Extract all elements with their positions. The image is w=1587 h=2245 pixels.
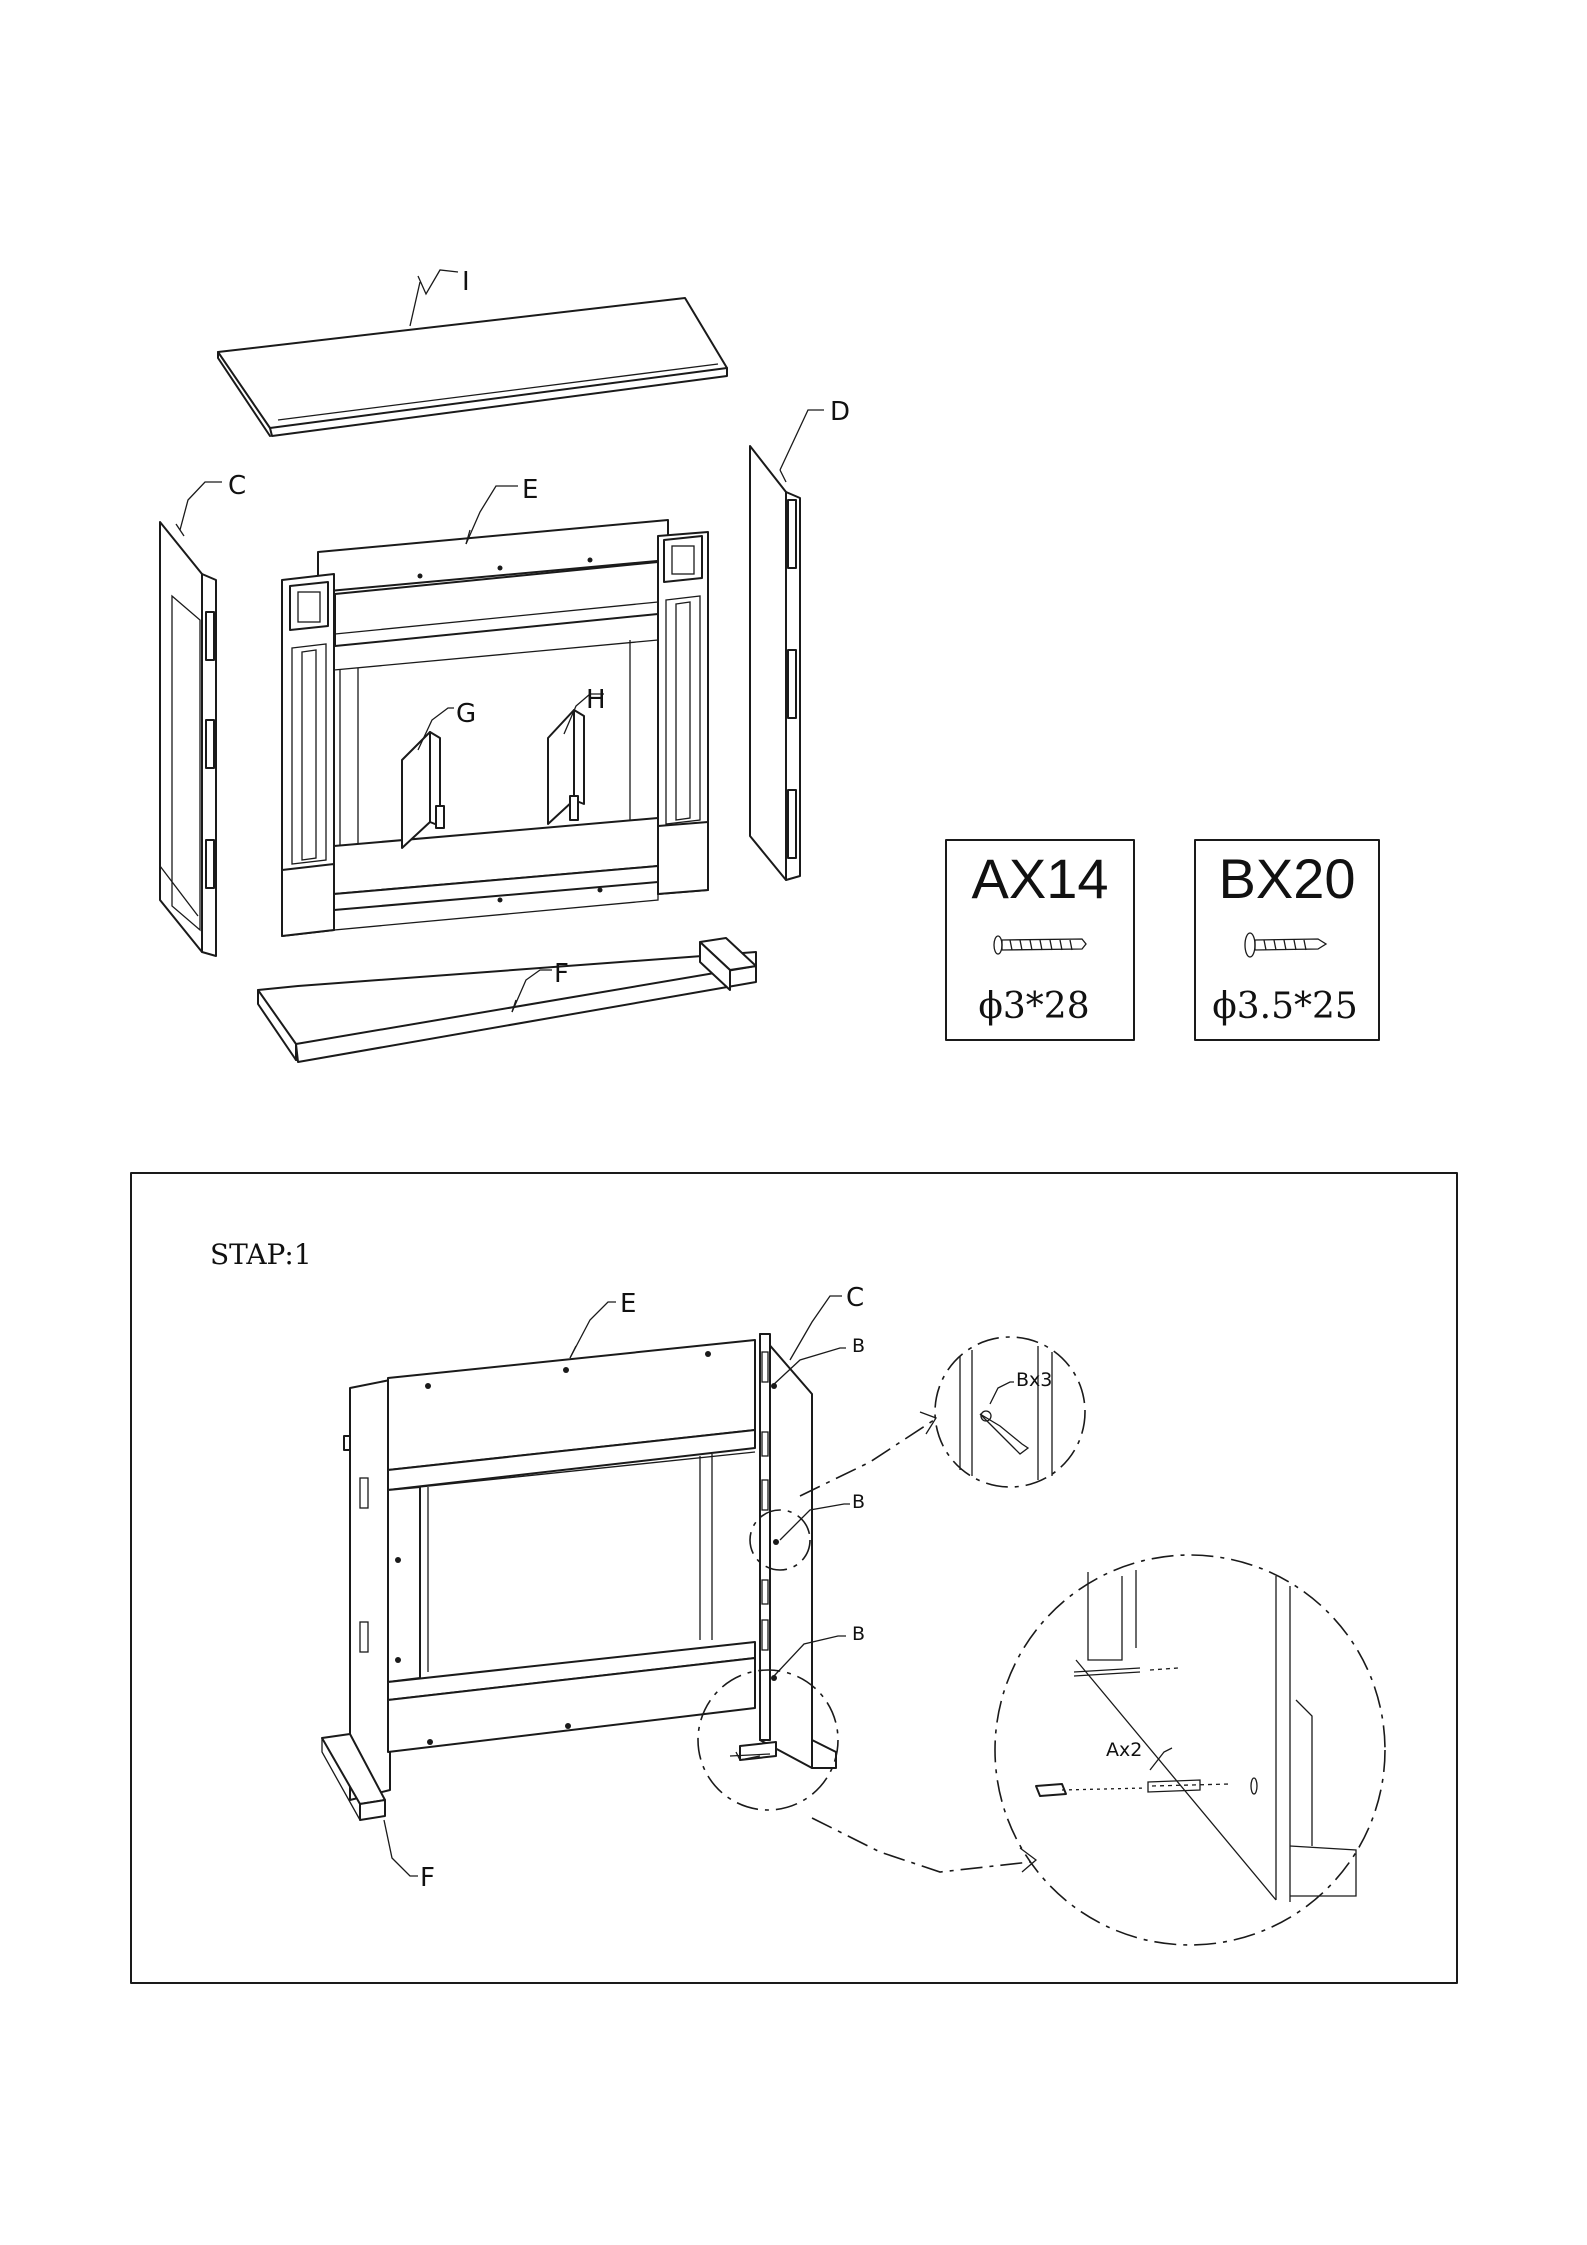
detail-bottom-ax2: Ax2: [812, 1555, 1385, 1945]
label-c: C: [228, 471, 246, 501]
part-e-main-frame: E: [282, 475, 708, 936]
part-h-support: H: [548, 685, 606, 824]
hardware-a-size: ϕ3*28: [978, 986, 1089, 1027]
part-i-top-shelf: I: [218, 267, 727, 436]
step1-frame-e: E: [388, 1289, 755, 1752]
step1-label-e: E: [620, 1289, 636, 1319]
step1-label-b1: B: [852, 1335, 865, 1357]
part-f-base: F: [258, 938, 756, 1062]
hardware-box-b: BX20 ϕ3.5*25: [1195, 840, 1379, 1040]
label-e: E: [522, 475, 538, 505]
label-f: F: [554, 959, 569, 989]
label-d: D: [830, 397, 850, 427]
label-h: H: [586, 685, 606, 715]
detail-top-label: Bx3: [1016, 1369, 1052, 1391]
part-c-left-panel: C: [160, 471, 246, 956]
step1-title: STAP:1: [210, 1238, 312, 1271]
hardware-a-title: AX14: [972, 847, 1109, 910]
hardware-b-size: ϕ3.5*25: [1212, 986, 1358, 1027]
step1-label-f: F: [420, 1863, 435, 1893]
detail-top-bx3: Bx3: [800, 1337, 1085, 1496]
screw-a-icon: [994, 936, 1086, 954]
part-d-right-panel: D: [750, 397, 850, 880]
step1-label-c: C: [846, 1283, 864, 1313]
exploded-view: I C D: [160, 267, 850, 1062]
hardware-box-a: AX14 ϕ3*28: [946, 840, 1134, 1040]
part-g-support: G: [402, 699, 476, 848]
hardware-b-title: BX20: [1219, 847, 1356, 910]
step1-label-b3: B: [852, 1623, 865, 1645]
step1-label-b2: B: [852, 1491, 865, 1513]
screw-b-icon: [1245, 933, 1326, 957]
detail-bottom-label: Ax2: [1106, 1739, 1142, 1761]
label-i: I: [462, 267, 470, 297]
step1-panel: STAP:1 E: [131, 1173, 1457, 1983]
label-g: G: [456, 699, 476, 729]
